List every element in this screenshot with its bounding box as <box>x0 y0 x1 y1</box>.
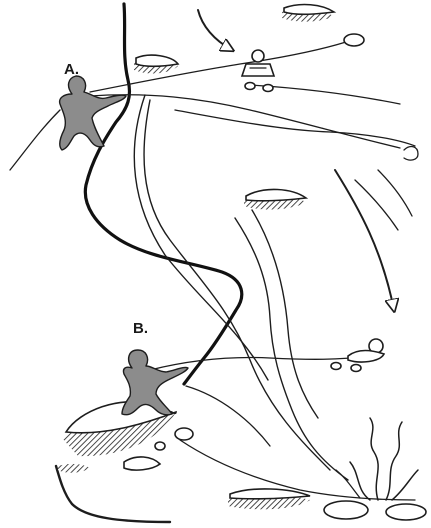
strainer-branches <box>336 418 418 500</box>
arrow-feather-1 <box>355 180 398 230</box>
rock-lower-small-2 <box>58 457 160 473</box>
rock-bottom-right <box>324 501 426 520</box>
rock-lower-small-1 <box>155 428 193 450</box>
swimmer-b-figure <box>348 339 384 362</box>
rescuer-b-figure <box>122 350 188 415</box>
arrow-mid-down <box>335 170 394 310</box>
rock-top-left <box>134 55 178 73</box>
throw-bag-a <box>344 34 364 46</box>
throw-bag-a-end <box>404 147 418 161</box>
label-b: B. <box>133 320 148 337</box>
label-a: A. <box>64 61 79 78</box>
rock-top-right <box>282 5 334 22</box>
rope-tail-a <box>10 110 60 170</box>
rock-by-swimmer-b <box>331 363 361 372</box>
arrow-top-in <box>198 10 232 50</box>
flow-arrows <box>198 10 412 310</box>
rock-by-swimmer-a <box>245 83 273 92</box>
throw-rope-a <box>90 42 346 92</box>
throw-rope-a-trailing <box>90 95 400 148</box>
rock-mid <box>244 189 306 209</box>
lower-bank-outline <box>56 466 170 522</box>
rock-bottom <box>228 489 310 509</box>
